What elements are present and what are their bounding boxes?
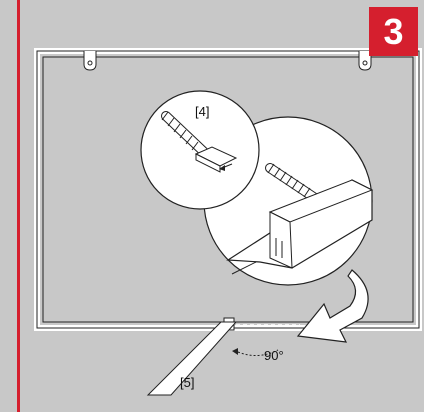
magnified-detail-circle-small — [140, 90, 260, 210]
rotation-arrow — [296, 269, 369, 343]
label-part-5: [5] — [180, 375, 194, 390]
step-number-badge: 3 — [369, 7, 418, 56]
angle-arc — [237, 349, 279, 356]
label-part-4: [4] — [195, 104, 209, 119]
left-red-rule — [17, 0, 20, 412]
hanger-tab-left — [83, 51, 97, 71]
label-angle: 90° — [264, 348, 284, 363]
rail-part-5 — [146, 321, 238, 396]
angle-arrowhead — [232, 348, 238, 355]
hanger-tab-right — [358, 51, 372, 71]
